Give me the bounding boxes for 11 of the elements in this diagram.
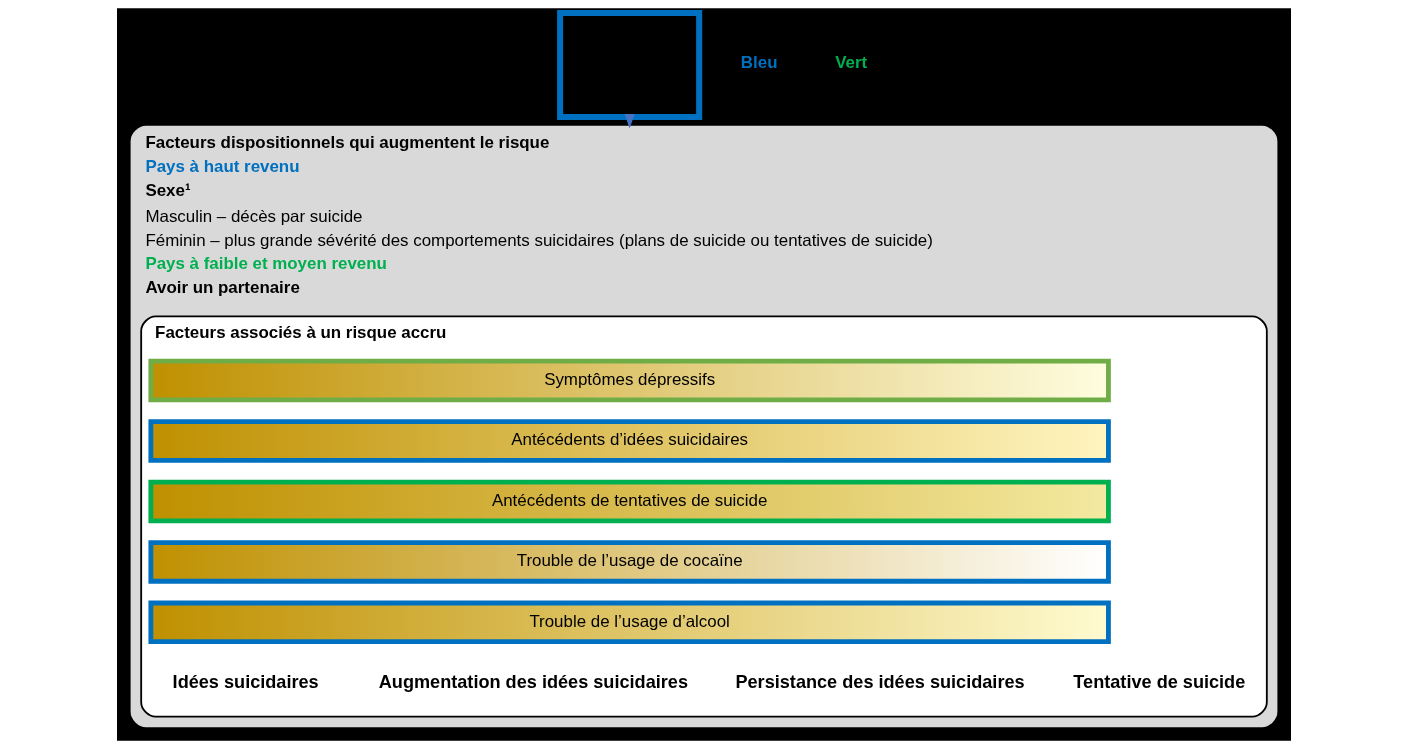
legend-label: Vert bbox=[835, 53, 868, 73]
node-box: Antécédents d’idées suicidaires bbox=[148, 419, 1111, 463]
label: Idées suicidaires bbox=[172, 672, 319, 693]
node-box: Symptômes dépressifs bbox=[148, 358, 1111, 403]
node-box: Trouble de l’usage d’alcool bbox=[148, 600, 1111, 645]
label: Augmentation des idées suicidaires bbox=[378, 672, 688, 693]
label: Persistance des idées suicidaires bbox=[735, 672, 1025, 693]
node-box: Trouble de l’usage de cocaïne bbox=[148, 540, 1111, 584]
node-box: Antécédents de tentatives de suicide bbox=[148, 479, 1111, 524]
label: Tentative de suicide bbox=[1073, 672, 1246, 693]
legend-label: Bleu bbox=[740, 53, 778, 73]
